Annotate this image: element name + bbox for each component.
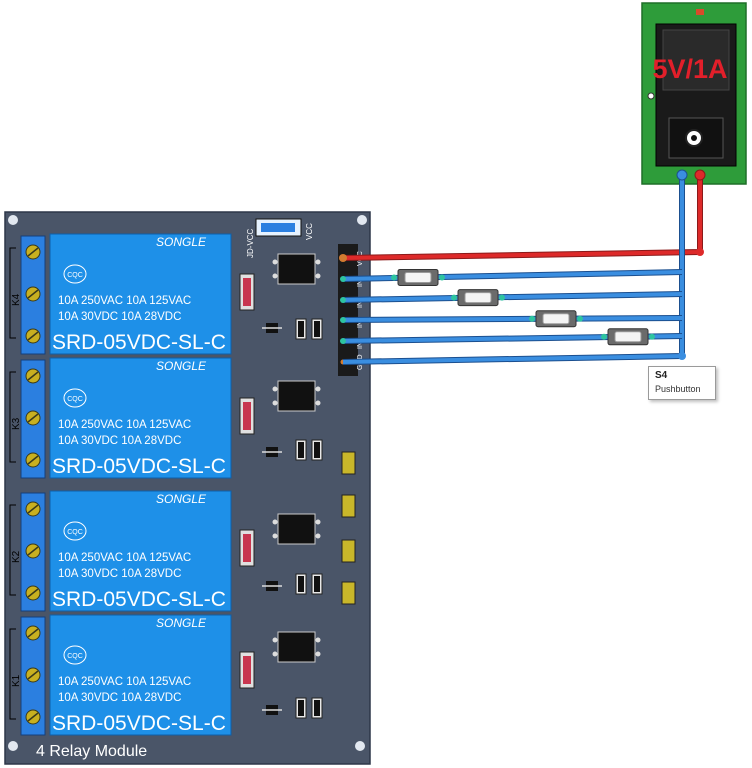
power-supply[interactable]: 5V/1A <box>641 2 747 185</box>
relay-cert: CQC <box>67 653 83 660</box>
jumper-label-vcc: VCC <box>305 223 314 240</box>
relay-cert: CQC <box>67 529 83 536</box>
relay-body <box>49 357 232 479</box>
power-led <box>696 9 704 15</box>
relay-model: SRD-05VDC-SL-C <box>52 588 226 611</box>
tooltip-name: S4 <box>655 370 668 381</box>
relay-body <box>49 490 232 612</box>
pushbutton[interactable] <box>601 328 655 346</box>
relay-model: SRD-05VDC-SL-C <box>52 331 226 354</box>
relay-channel[interactable]: K3 SONGLE CQC 10A 250VAC 10A 125VAC 10A 30VD… <box>9 357 323 479</box>
optocoupler <box>277 380 316 412</box>
relay-rating-ac: 10A 250VAC 10A 125VAC <box>58 552 191 564</box>
relay-rating-ac: 10A 250VAC 10A 125VAC <box>58 295 191 307</box>
relay-cert: CQC <box>67 272 83 279</box>
relay-brand: SONGLE <box>156 492 207 506</box>
relay-model: SRD-05VDC-SL-C <box>52 712 226 735</box>
pushbutton[interactable] <box>391 268 445 286</box>
input-header[interactable] <box>338 244 358 376</box>
relay-rating-ac: 10A 250VAC 10A 125VAC <box>58 676 191 688</box>
relay-body <box>49 233 232 355</box>
relay-brand: SONGLE <box>156 616 207 630</box>
relay-model: SRD-05VDC-SL-C <box>52 455 226 478</box>
relay-channel[interactable]: K2 SONGLE CQC 10A 250VAC 10A 125VAC 10A 30VD… <box>9 490 323 612</box>
optocoupler <box>277 631 316 663</box>
smd-yellow <box>341 451 356 475</box>
relay-id: K3 <box>11 417 22 430</box>
relay-rating-dc: 10A 30VDC 10A 28VDC <box>58 692 181 704</box>
component-tooltip: S4 Pushbutton <box>648 366 716 400</box>
relay-rating-dc: 10A 30VDC 10A 28VDC <box>58 311 181 323</box>
relay-cert: CQC <box>67 396 83 403</box>
wire-vcc[interactable] <box>342 175 703 261</box>
relay-module[interactable]: 4 Relay Module JD-VCC VCC VCCIN4IN3IN2IN… <box>4 211 371 765</box>
relay-rating-dc: 10A 30VDC 10A 28VDC <box>58 435 181 447</box>
relay-rating-ac: 10A 250VAC 10A 125VAC <box>58 419 191 431</box>
relay-id: K1 <box>11 674 22 687</box>
module-title: 4 Relay Module <box>36 743 147 760</box>
cert-mark <box>63 645 87 665</box>
relay-channel[interactable]: K4 SONGLE CQC 10A 250VAC 10A 125VAC 10A 30VD… <box>9 233 323 355</box>
relay-rating-dc: 10A 30VDC 10A 28VDC <box>58 568 181 580</box>
optocoupler <box>277 253 316 285</box>
cert-mark <box>63 264 87 284</box>
optocoupler <box>277 513 316 545</box>
power-label: 5V/1A <box>652 54 727 84</box>
relay-id: K4 <box>11 293 22 306</box>
smd-yellow <box>341 581 356 605</box>
relay-brand: SONGLE <box>156 359 207 373</box>
jumper-label-jdvcc: JD-VCC <box>246 228 255 258</box>
relay-brand: SONGLE <box>156 235 207 249</box>
pushbutton[interactable] <box>451 289 505 307</box>
tooltip-type: Pushbutton <box>655 384 701 394</box>
relay-body <box>49 614 232 736</box>
smd-yellow <box>341 494 356 518</box>
relay-channel[interactable]: K1 SONGLE CQC 10A 250VAC 10A 125VAC 10A 30VD… <box>9 614 323 736</box>
relay-id: K2 <box>11 550 22 563</box>
smd-yellow <box>341 539 356 563</box>
pushbutton[interactable] <box>529 310 583 328</box>
cert-mark <box>63 388 87 408</box>
cert-mark <box>63 521 87 541</box>
